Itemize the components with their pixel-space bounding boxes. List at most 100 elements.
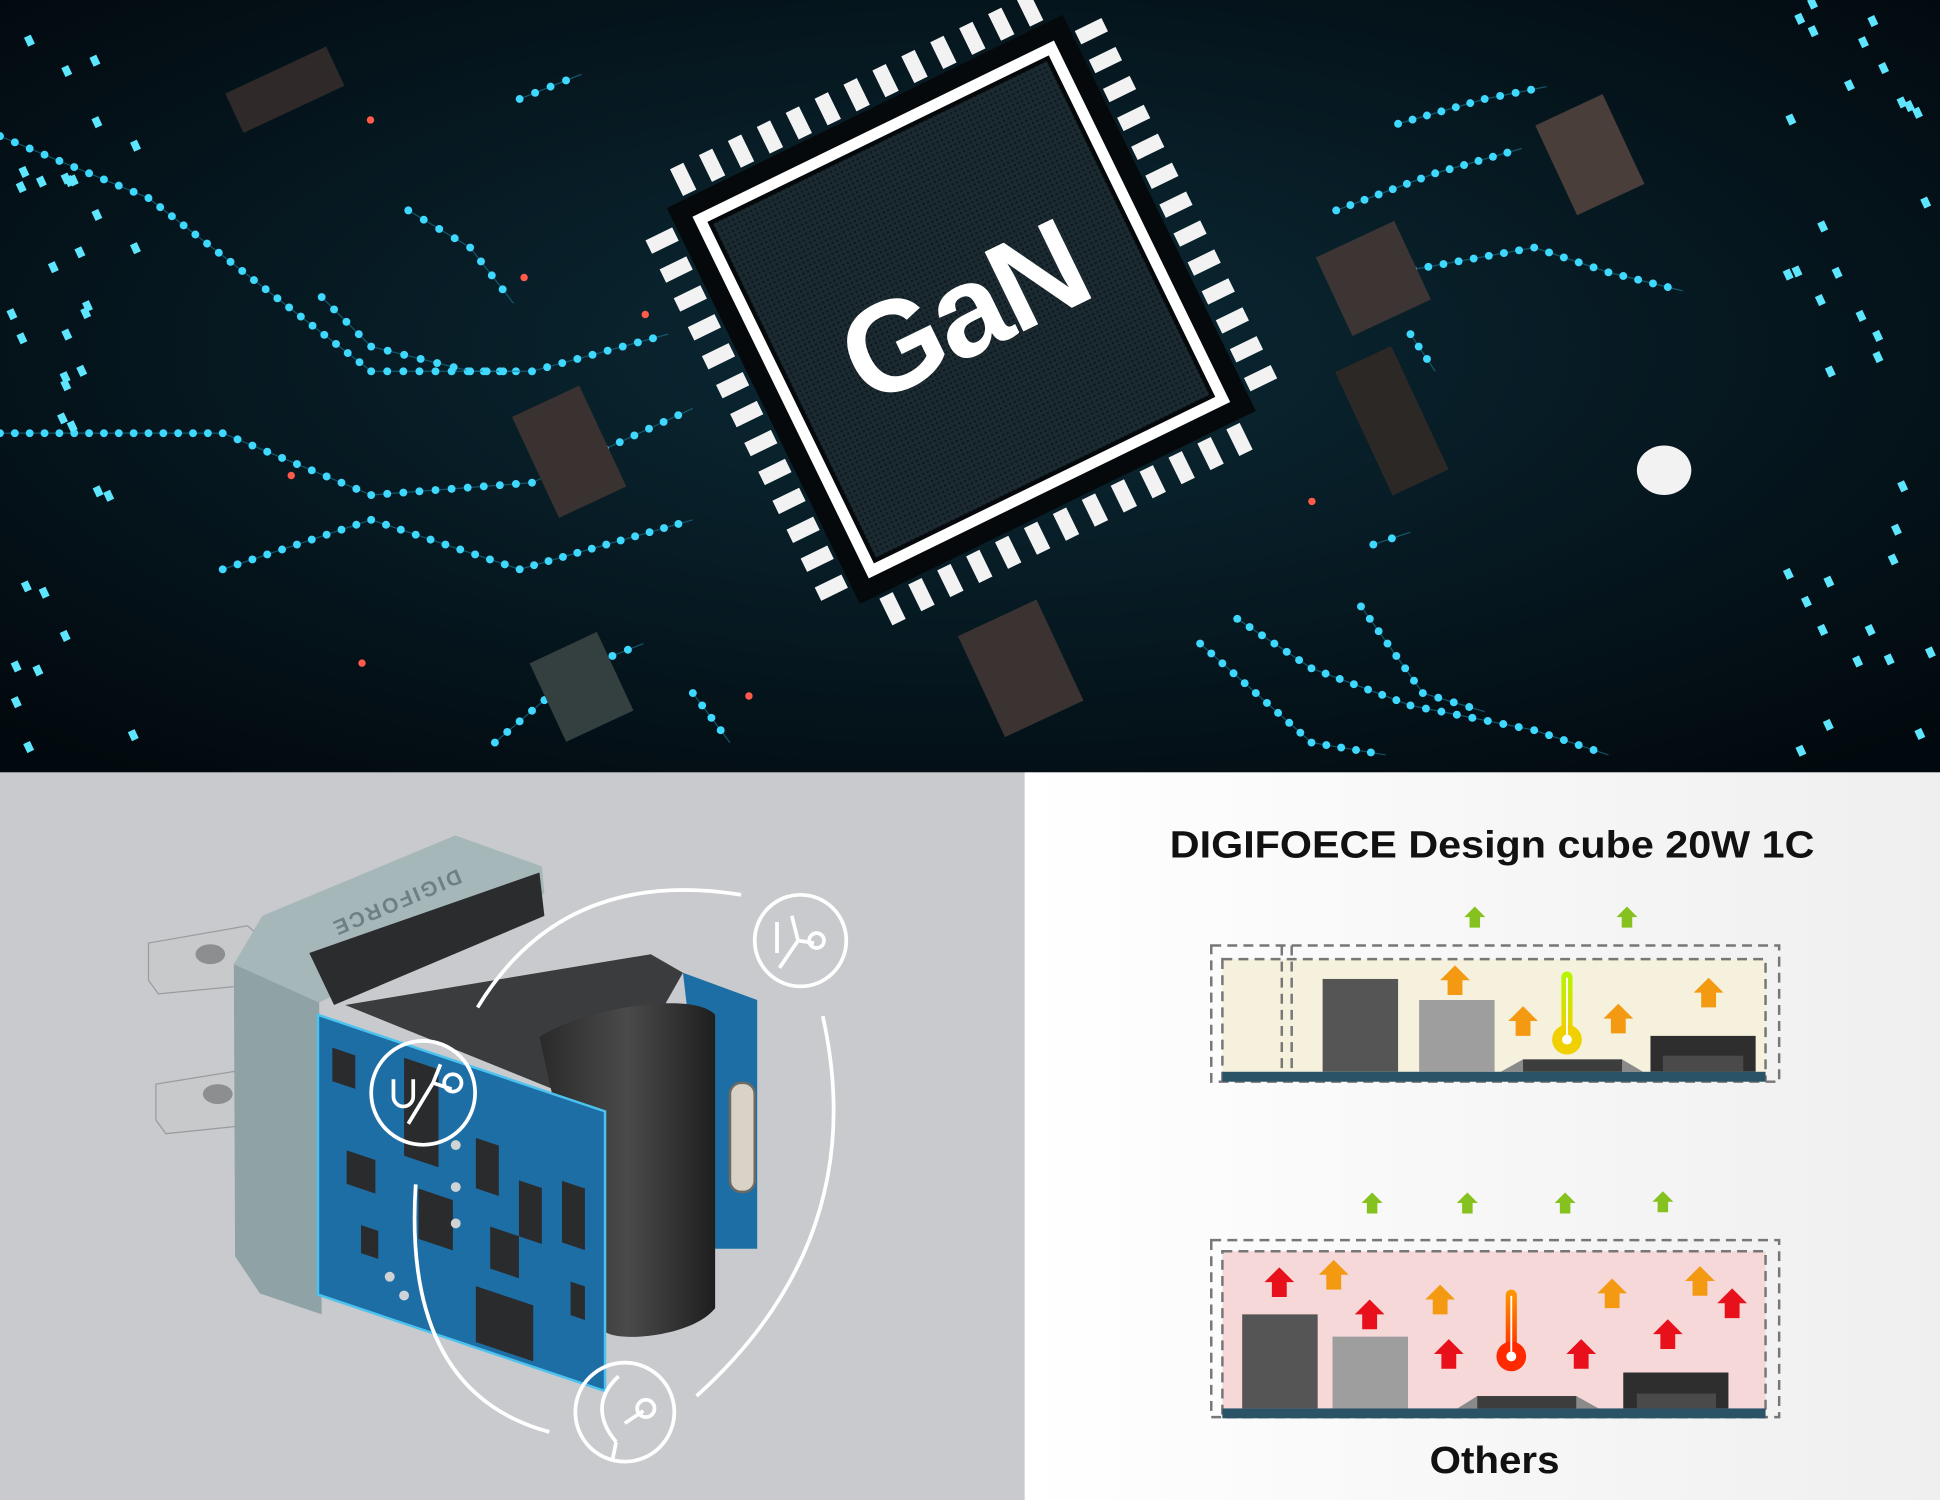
trace-glow-dot [114, 181, 123, 190]
led-dot [130, 139, 141, 152]
heat-arrow-icon [1361, 1192, 1383, 1214]
trace-glow-dot [400, 350, 409, 359]
led-dot [47, 261, 59, 274]
trace-glow-dot [608, 651, 617, 660]
trace-glow-dot [1307, 738, 1316, 747]
trace-glow-dot [85, 169, 94, 178]
trace-glow-dot [1360, 195, 1369, 204]
chip-pin [814, 92, 841, 126]
trace-glow-dot [1421, 704, 1430, 713]
trace-glow-dot [1589, 263, 1598, 272]
trace-glow-dot [1207, 649, 1216, 658]
chip-border [692, 40, 1231, 579]
heat-arrow-icon [1616, 906, 1638, 928]
led-dot [60, 379, 72, 392]
trace-glow-dot [415, 487, 424, 496]
chip-pin [730, 400, 764, 428]
trace-glow-dot [1270, 639, 1279, 648]
trace-glow-dot [383, 367, 392, 376]
smd-chip [475, 1286, 534, 1362]
trace-glow-dot [573, 548, 582, 557]
trace-glow-dot [332, 339, 340, 348]
trace-glow-dot [1322, 741, 1331, 750]
smd-chip [475, 1137, 499, 1196]
chip-pin [659, 256, 693, 283]
trace-glow-dot [355, 358, 364, 367]
trace-glow-dot [674, 411, 683, 420]
led-dot [16, 332, 28, 345]
trace-glow-dot [616, 536, 625, 545]
heat-arrow-icon [1652, 1191, 1674, 1213]
trace-glow-dot [485, 555, 494, 564]
usb-c-port [728, 1081, 756, 1194]
trace-glow-dot [343, 349, 352, 358]
trace-glow-dot [503, 728, 512, 736]
smd-chip [418, 1188, 453, 1251]
chip-pin [1131, 133, 1165, 161]
trace-glow-dot [558, 359, 567, 367]
heat-arrow-icon [1652, 1319, 1683, 1350]
trace-glow-dot [1406, 330, 1415, 339]
heat-arrow-icon [1693, 977, 1724, 1008]
trace-glow-dot [1469, 254, 1478, 263]
trace-glow-dot [250, 276, 258, 285]
trace-glow-dot [618, 342, 627, 351]
chip-pin [1243, 365, 1278, 392]
led-dot [1903, 100, 1915, 113]
trace-glow-dot [1392, 651, 1401, 660]
led-dot [1896, 96, 1908, 109]
trace-glow-dot [447, 484, 456, 493]
resistor [225, 46, 345, 133]
trace-glow-dot [1514, 723, 1523, 732]
chip-pin [1110, 479, 1138, 513]
led-dot [82, 300, 93, 313]
smd-chip [570, 1281, 585, 1321]
trace-glow-dot [203, 239, 212, 248]
smd-chip [346, 1150, 376, 1194]
chip-pin [1145, 162, 1179, 189]
trace-glow-dot [1530, 726, 1539, 735]
led-dot [1831, 266, 1843, 279]
trace-glow-dot [515, 95, 524, 103]
trace-glow-dot [528, 478, 536, 487]
led-dot [1822, 718, 1834, 732]
heat-arrow-icon [1597, 1278, 1627, 1309]
trace-glow-dot [1465, 703, 1474, 711]
trace-glow-dot [383, 346, 392, 355]
trace-glow-dot [129, 187, 138, 196]
trace-glow-dot [1394, 119, 1403, 128]
chip-pin [1168, 451, 1195, 485]
smd-chip [518, 1180, 542, 1244]
trace-glow-dot [1402, 179, 1411, 188]
led-dot [1872, 350, 1884, 364]
thermometer-hot-icon [1496, 1289, 1527, 1372]
chip-pin [843, 78, 870, 112]
trace-glow-dot [354, 330, 363, 339]
trace-glow-dot [218, 565, 227, 574]
led-dot [1855, 309, 1867, 323]
trace-glow-dot [466, 243, 475, 252]
trace-glow-dot [1480, 95, 1489, 103]
trace-glow-dot [573, 354, 582, 363]
trace-glow-dot [1559, 736, 1568, 745]
trace-glow-dot [500, 560, 509, 569]
chip-pin [1023, 521, 1051, 555]
radiation-protection-icon [752, 892, 849, 989]
trace-glow-dot [179, 221, 188, 230]
component-tall [1322, 978, 1399, 1072]
others-label: Others [1430, 1439, 1560, 1482]
chip-pin [959, 21, 986, 55]
trace-glow-dot [1296, 728, 1305, 737]
trace-glow-dot [1474, 156, 1483, 165]
trace-glow-dot [296, 312, 305, 321]
heat-arrow-icon [1318, 1259, 1349, 1290]
prong-hole [195, 944, 226, 965]
trace-glow-dot [99, 429, 108, 438]
heat-arrow-icon [1685, 1266, 1715, 1296]
led-dot [15, 181, 27, 194]
chip-pin [937, 563, 964, 598]
led-dot [1890, 523, 1902, 536]
trace-line [1397, 246, 1683, 292]
trace-glow-dot [1422, 354, 1431, 363]
